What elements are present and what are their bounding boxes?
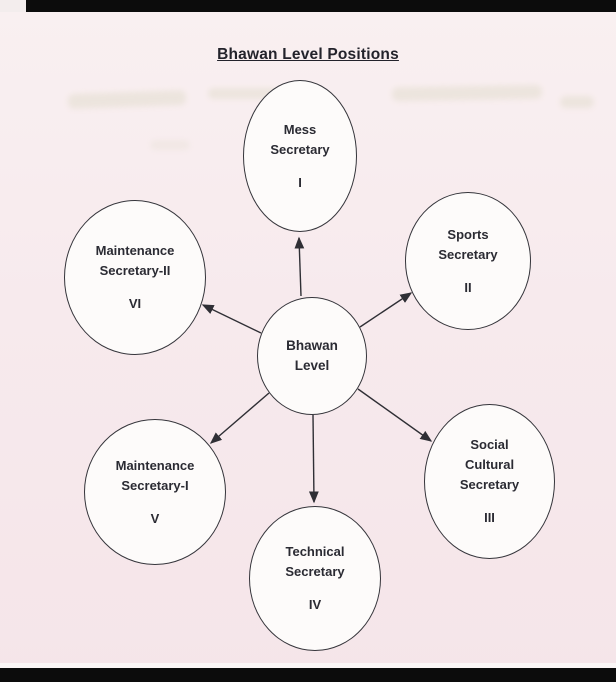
node-maintenance-secretary-2: Maintenance Secretary-II VI <box>64 200 206 355</box>
page-title: Bhawan Level Positions <box>217 46 399 63</box>
node-numeral: V <box>150 510 160 526</box>
node-technical-secretary: Technical Secretary IV <box>249 506 381 651</box>
node-label-line: Social <box>470 437 509 452</box>
node-label-line: Technical <box>285 544 345 559</box>
node-bhawan-level: Bhawan Level <box>257 297 367 415</box>
node-social-cultural-secretary: Social Cultural Secretary III <box>424 404 555 559</box>
node-numeral: II <box>464 279 472 295</box>
node-label-line: Secretary <box>285 564 345 579</box>
node-label-line: Bhawan <box>286 338 338 353</box>
node-numeral: III <box>484 510 495 525</box>
node-maintenance-secretary-1: Maintenance Secretary-I V <box>84 419 226 565</box>
node-label-line: Secretary <box>438 246 498 262</box>
node-label-line: Maintenance <box>115 457 195 473</box>
node-sports-secretary: Sports Secretary II <box>405 192 531 330</box>
scan-smudge <box>150 140 190 150</box>
node-label-line: Maintenance <box>95 243 175 258</box>
scan-border-bottom-gap <box>0 663 616 668</box>
node-label-line: Mess <box>283 121 317 137</box>
node-mess-secretary: Mess Secretary I <box>243 80 357 232</box>
node-numeral: VI <box>128 296 142 311</box>
node-numeral: I <box>298 174 302 190</box>
node-label-line: Sports <box>447 226 489 242</box>
node-label-line: Secretary <box>270 141 330 157</box>
node-label-line: Secretary-II <box>99 263 171 278</box>
node-label-line: Level <box>294 358 330 373</box>
scan-corner <box>0 0 26 12</box>
scan-border-bottom <box>0 668 616 682</box>
node-label-line: Cultural <box>464 457 515 472</box>
scan-smudge <box>560 96 594 108</box>
node-label-line: Secretary <box>459 477 520 492</box>
scan-border-top <box>26 0 616 12</box>
node-label-line: Secretary-I <box>121 477 189 493</box>
node-numeral: IV <box>308 597 322 612</box>
scan-smudge <box>67 89 187 110</box>
scan-smudge <box>391 84 543 102</box>
